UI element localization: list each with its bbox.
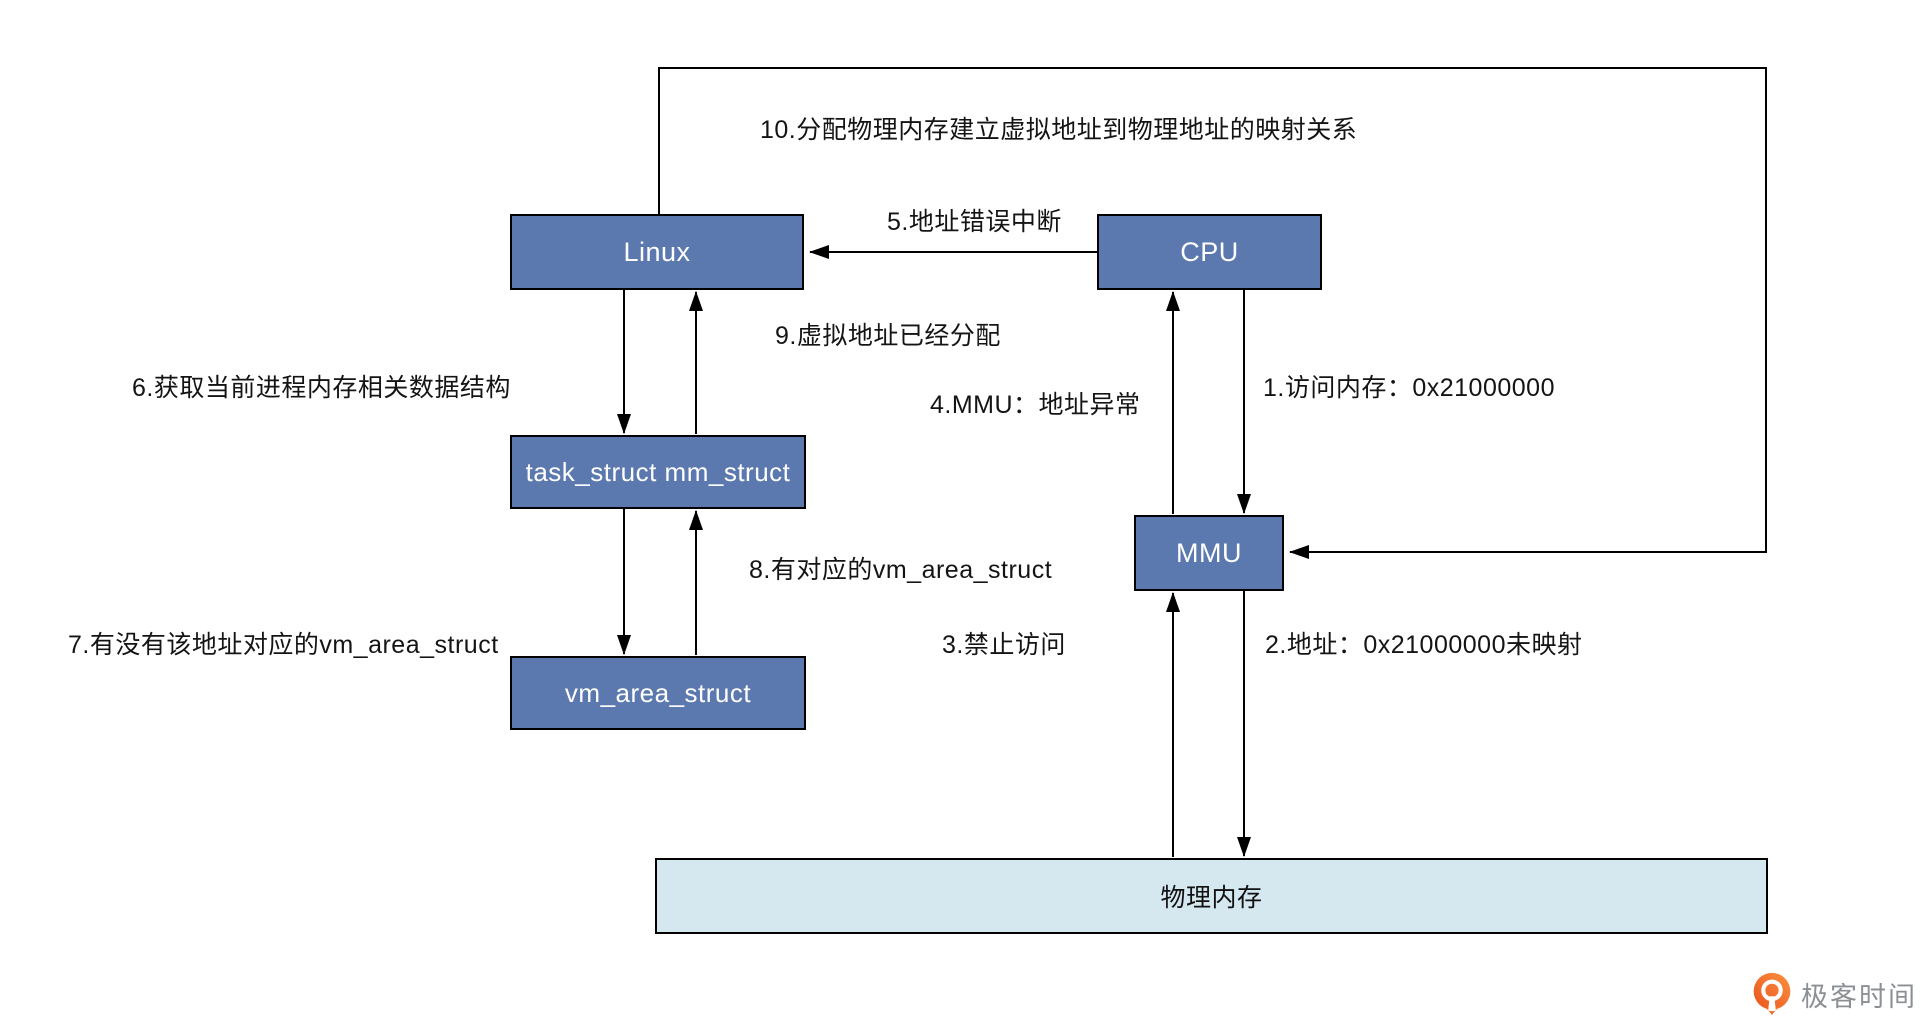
node-task-struct: task_struct mm_struct [510, 435, 806, 509]
edge-step10 [658, 67, 1767, 559]
edge-label-step10: 10.分配物理内存建立虚拟地址到物理地址的映射关系 [760, 116, 1358, 144]
node-cpu: CPU [1097, 214, 1322, 290]
node-linux: Linux [510, 214, 804, 290]
edge-label-step6: 6.获取当前进程内存相关数据结构 [132, 374, 511, 402]
brand-logo: 极客时间 [1750, 972, 1917, 1016]
node-cpu-label: CPU [1180, 236, 1239, 267]
node-vm-area-struct: vm_area_struct [510, 656, 806, 730]
edge-label-step1: 1.访问内存：0x21000000 [1263, 374, 1555, 402]
geektime-logo-icon [1753, 972, 1791, 1016]
edge-label-step9: 9.虚拟地址已经分配 [775, 322, 1001, 350]
node-mmu-label: MMU [1176, 537, 1242, 568]
node-task-struct-label: task_struct mm_struct [525, 456, 791, 487]
brand-logo-text: 极客时间 [1801, 981, 1917, 1012]
edge-label-step8: 8.有对应的vm_area_struct [749, 556, 1053, 584]
edge-label-step2: 2.地址：0x21000000未映射 [1265, 631, 1583, 659]
node-mmu: MMU [1134, 515, 1284, 591]
node-physical-memory-label: 物理内存 [1160, 884, 1263, 912]
node-physical-memory: 物理内存 [655, 858, 1768, 934]
edge-label-step5: 5.地址错误中断 [887, 208, 1062, 236]
edge-label-step7: 7.有没有该地址对应的vm_area_struct [68, 631, 499, 659]
node-linux-label: Linux [623, 236, 691, 267]
edge-label-step3: 3.禁止访问 [942, 631, 1066, 659]
edge-label-step4: 4.MMU：地址异常 [930, 391, 1141, 419]
node-vm-area-struct-label: vm_area_struct [564, 677, 752, 708]
